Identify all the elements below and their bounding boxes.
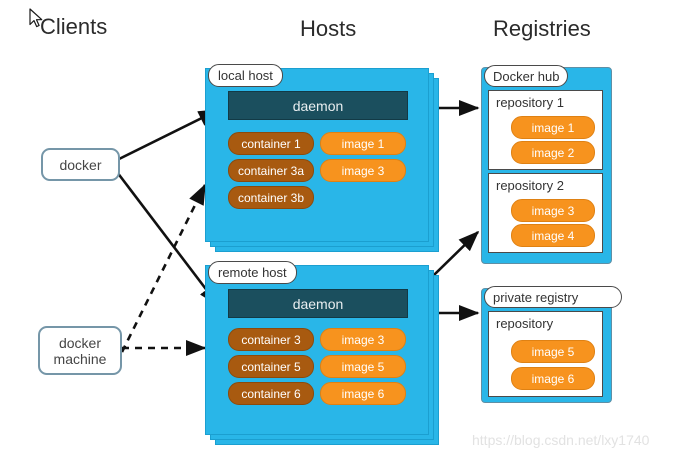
- repository-label: repository: [496, 316, 554, 331]
- daemon-remote-label: daemon: [292, 295, 344, 312]
- registry-docker-hub[interactable]: repository 1 image 1 image 2 repository …: [481, 67, 612, 264]
- host-local[interactable]: daemon container 1 container 3a containe…: [205, 68, 429, 242]
- image-pill[interactable]: image 3: [320, 159, 406, 182]
- image-label: image 6: [341, 386, 385, 401]
- host-tab-remote: remote host: [208, 261, 297, 284]
- column-title-registries: Registries: [493, 16, 591, 41]
- image-label: image 3: [341, 163, 385, 178]
- host-remote[interactable]: daemon container 3 container 5 container…: [205, 265, 429, 435]
- repository-box[interactable]: repository 1 image 1 image 2: [488, 90, 603, 170]
- image-label: image 4: [531, 228, 575, 243]
- container-pill[interactable]: container 1: [228, 132, 314, 155]
- edge-docker-to-local-daemon: [116, 108, 220, 162]
- container-label: container 3: [241, 332, 301, 347]
- image-pill[interactable]: image 5: [320, 355, 406, 378]
- image-label: image 2: [531, 145, 575, 160]
- image-pill[interactable]: image 3: [511, 199, 595, 222]
- container-pill[interactable]: container 3: [228, 328, 314, 351]
- edge-docker-to-remote-daemon: [115, 171, 220, 307]
- image-pill[interactable]: image 1: [511, 116, 595, 139]
- mouse-cursor-icon: [29, 8, 43, 28]
- daemon-remote[interactable]: daemon: [228, 289, 408, 318]
- container-pill[interactable]: container 3a: [228, 159, 314, 182]
- edge-machine-to-local-host: [120, 183, 207, 353]
- image-pill[interactable]: image 6: [320, 382, 406, 405]
- registry-tab-docker-hub-label: Docker hub: [493, 68, 560, 84]
- image-pill[interactable]: image 4: [511, 224, 595, 247]
- image-pill[interactable]: image 2: [511, 141, 595, 164]
- image-pill[interactable]: image 1: [320, 132, 406, 155]
- container-pill[interactable]: container 3b: [228, 186, 314, 209]
- column-title-clients: Clients: [40, 14, 108, 39]
- client-docker[interactable]: docker: [41, 148, 120, 181]
- image-pill[interactable]: image 6: [511, 367, 595, 390]
- repository-label: repository 1: [496, 95, 564, 110]
- column-title-hosts: Hosts: [300, 16, 357, 41]
- host-stack-local: daemon container 1 container 3a containe…: [205, 68, 440, 253]
- client-docker-machine-label: docker machine: [53, 334, 107, 367]
- image-label: image 3: [341, 332, 385, 347]
- daemon-local-label: daemon: [292, 97, 344, 114]
- watermark: https://blog.csdn.net/lxy1740: [472, 432, 650, 448]
- repository-label: repository 2: [496, 178, 564, 193]
- image-label: image 3: [531, 203, 575, 218]
- image-label: image 1: [341, 136, 385, 151]
- container-label: container 3a: [237, 163, 305, 178]
- client-docker-label: docker: [59, 156, 102, 173]
- container-label: container 3b: [237, 190, 305, 205]
- client-docker-machine[interactable]: docker machine: [38, 326, 122, 375]
- registry-tab-private: private registry: [484, 286, 622, 308]
- image-pill[interactable]: image 5: [511, 340, 595, 363]
- host-stack-remote: daemon container 3 container 5 container…: [205, 265, 445, 455]
- host-tab-local: local host: [208, 64, 283, 87]
- daemon-local[interactable]: daemon: [228, 91, 408, 120]
- container-label: container 6: [241, 386, 301, 401]
- registry-tab-private-label: private registry: [493, 289, 579, 305]
- image-label: image 5: [341, 359, 385, 374]
- repository-box[interactable]: repository image 5 image 6: [488, 311, 603, 397]
- host-tab-remote-label: remote host: [218, 265, 287, 280]
- image-label: image 1: [531, 120, 575, 135]
- image-pill[interactable]: image 3: [320, 328, 406, 351]
- image-label: image 5: [531, 344, 575, 359]
- repository-box[interactable]: repository 2 image 3 image 4: [488, 173, 603, 253]
- container-pill[interactable]: container 5: [228, 355, 314, 378]
- host-tab-local-label: local host: [218, 68, 273, 83]
- image-label: image 6: [531, 371, 575, 386]
- registry-tab-docker-hub: Docker hub: [484, 65, 569, 87]
- container-label: container 5: [241, 359, 301, 374]
- container-label: container 1: [241, 136, 301, 151]
- container-pill[interactable]: container 6: [228, 382, 314, 405]
